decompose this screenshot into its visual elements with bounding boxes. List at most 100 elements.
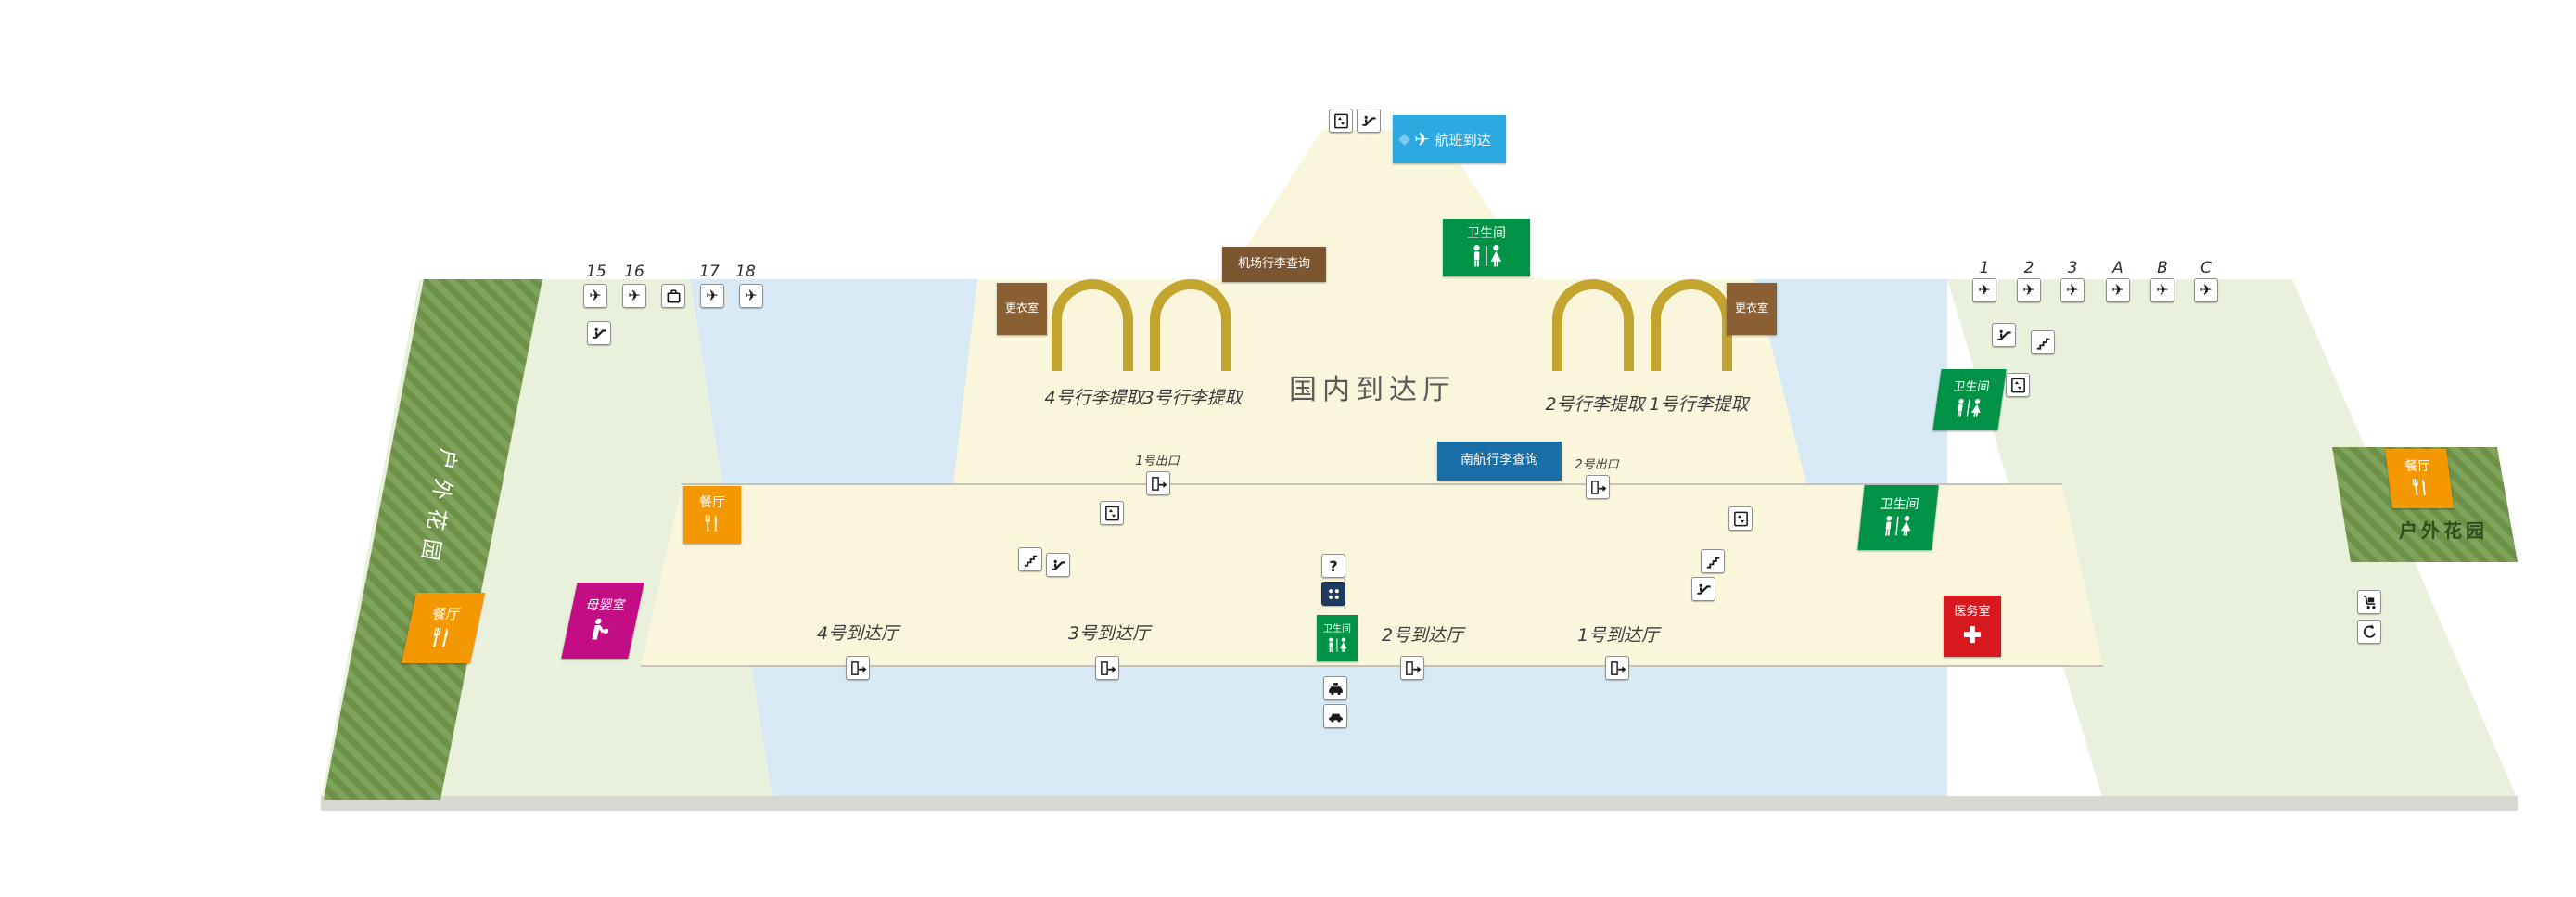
baggage-carousel-1 [1651, 279, 1732, 371]
escalator-icon [1992, 323, 2016, 347]
gate-number-B: B [2157, 259, 2168, 277]
restroom-label: 卫生间 [1952, 380, 1991, 395]
medical-room-label: 医务室 [1954, 605, 1991, 620]
baggage-claim-label-3: 3号行李提取 [1142, 388, 1243, 408]
gate-number-1: 1 [1979, 259, 1990, 277]
exit-icon [846, 656, 870, 680]
gate-plane-icon: ✈ [2150, 278, 2174, 302]
mother-baby-label: 母婴室 [584, 597, 628, 613]
escalator-icon [1357, 109, 1381, 133]
restroom-right-upper: 卫生间 [1932, 369, 2007, 430]
restaurant-label: 餐厅 [699, 494, 725, 510]
restaurant-east: 餐厅 [2385, 449, 2454, 508]
circular-arrow-icon [2357, 620, 2381, 644]
gate-plane-icon: ✈ [700, 284, 724, 308]
exit-icon [1095, 656, 1119, 680]
banner-notch [1398, 133, 1410, 146]
banner-label: 航班到达 [1435, 131, 1491, 148]
restaurant-label: 餐厅 [2404, 458, 2432, 474]
hall-front-line [641, 665, 2103, 667]
elevator-icon [1100, 501, 1124, 525]
information-mark: ? [1329, 557, 1338, 575]
baggage-carousel-4 [1052, 279, 1133, 371]
car-icon [1323, 704, 1347, 728]
cs-baggage-inquiry-label: 南航行李查询 [1460, 453, 1538, 468]
hall-divider-line [682, 483, 2062, 485]
baggage-claim-label-1: 1号行李提取 [1649, 394, 1749, 415]
gate-plane-icon: ✈ [2106, 278, 2130, 302]
airport-baggage-inquiry: 机场行李查询 [1222, 247, 1326, 282]
plane-icon: ✈ [1414, 128, 1430, 150]
fork-knife-icon [2409, 477, 2432, 497]
airport-baggage-inquiry-label: 机场行李查询 [1237, 256, 1310, 271]
gate-plane-icon: ✈ [739, 284, 763, 308]
arrival-hall-1-label: 1号到达厅 [1576, 625, 1660, 646]
hall-title: 国内到达厅 [1289, 374, 1456, 406]
wc-icon [1949, 398, 1987, 418]
gate-number-3: 3 [2067, 259, 2078, 277]
information-icon: ? [1321, 554, 1345, 578]
exit-icon [1146, 471, 1170, 495]
outdoor-garden-right-label: 户外花园 [2399, 519, 2488, 542]
exit-icon [1400, 656, 1424, 680]
restaurant-label: 餐厅 [430, 606, 463, 623]
escalator-icon [1691, 577, 1715, 601]
gate-plane-icon: ✈ [583, 284, 607, 308]
changing-room-left: 更衣室 [997, 283, 1047, 335]
changing-room-label: 更衣室 [1004, 301, 1039, 315]
restroom-label: 卫生间 [1879, 496, 1920, 512]
china-southern-baggage-inquiry: 南航行李查询 [1437, 442, 1562, 481]
arrival-hall-lower [641, 485, 2103, 667]
exit-icon [1605, 656, 1629, 680]
exit-2-label: 2号出口 [1575, 458, 1619, 472]
gate-number-17: 17 [699, 263, 720, 281]
restroom-label: 卫生间 [1467, 225, 1506, 241]
elevator-icon [2006, 373, 2030, 397]
escalator-icon [1046, 553, 1070, 577]
baggage-claim-label-4: 4号行李提取 [1044, 388, 1144, 408]
gate-number-15: 15 [586, 263, 606, 281]
exit-1-label: 1号出口 [1135, 455, 1180, 468]
elevator-icon [1728, 506, 1753, 531]
exit-icon [1586, 475, 1610, 499]
restroom-top: 卫生间 [1443, 219, 1530, 276]
changing-room-label: 更衣室 [1734, 301, 1768, 315]
changing-room-right: 更衣室 [1727, 283, 1777, 335]
kiosk-icon [1321, 582, 1345, 606]
baggage-carousel-2 [1552, 279, 1634, 371]
restaurant-hall: 餐厅 [683, 486, 741, 544]
luggage-trolley-icon [2357, 590, 2381, 614]
base-edge [321, 796, 2518, 811]
flight-arrival-banner: ✈ 航班到达 [1393, 115, 1506, 163]
stairs-icon [1018, 547, 1042, 571]
gate-number-A: A [2112, 259, 2123, 277]
wc-icon [1466, 244, 1507, 268]
medical-room: 医务室 [1944, 596, 2001, 657]
escalator-icon [587, 321, 611, 345]
baby-icon [585, 616, 617, 642]
gate-number-16: 16 [624, 263, 644, 281]
gate-plane-icon: ✈ [622, 284, 646, 308]
arrival-hall-2-label: 2号到达厅 [1381, 625, 1464, 646]
gate-plane-icon: ✈ [2060, 278, 2085, 302]
gate-number-2: 2 [2023, 259, 2034, 277]
elevator-icon [1329, 109, 1353, 133]
baggage-claim-label-2: 2号行李提取 [1545, 394, 1645, 415]
stairs-icon [2031, 330, 2055, 354]
medical-cross-icon [1960, 622, 1984, 647]
fork-knife-icon [427, 625, 456, 649]
restroom-right-mid: 卫生间 [1857, 485, 1939, 550]
arrival-hall-4-label: 4号到达厅 [816, 623, 899, 644]
baggage-carousel-3 [1150, 279, 1231, 371]
stairs-icon [1701, 549, 1725, 573]
gate-number-18: 18 [735, 263, 756, 281]
luggage-icon [661, 284, 685, 308]
gate-number-C: C [2200, 259, 2212, 277]
wc-icon [1877, 515, 1919, 537]
gate-plane-icon: ✈ [2017, 278, 2041, 302]
gate-plane-icon: ✈ [1972, 278, 1996, 302]
gate-plane-icon: ✈ [2194, 278, 2218, 302]
fork-knife-icon [702, 513, 722, 533]
taxi-icon [1323, 676, 1347, 700]
